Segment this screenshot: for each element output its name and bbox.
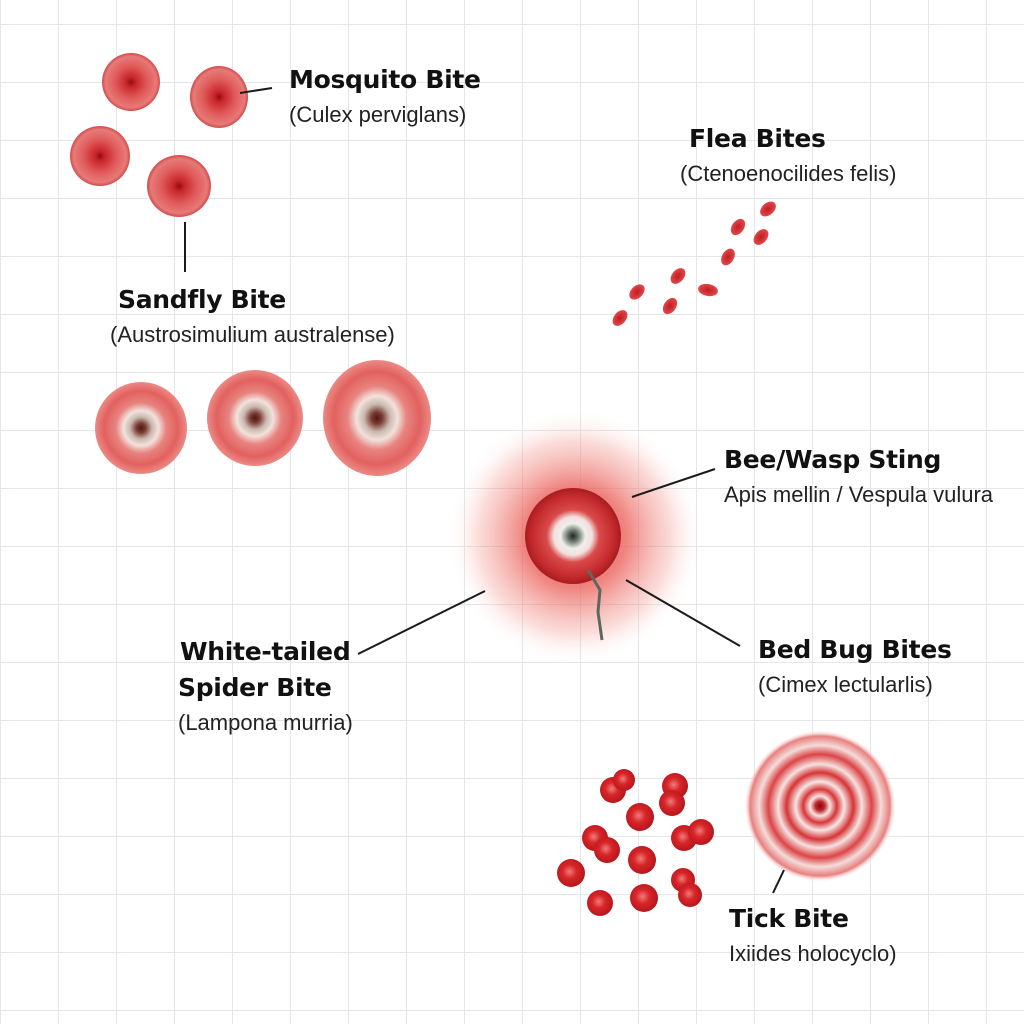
bed-bug-name: Bed Bug Bites — [758, 635, 952, 664]
mosquito-bites — [70, 53, 248, 217]
spider-label: White-tailed Spider Bite (Lampona murria… — [178, 634, 353, 740]
tick-name: Tick Bite — [729, 904, 849, 933]
flea-label: Flea Bites (Ctenoenocilides felis) — [680, 121, 896, 191]
mosquito-species: (Culex perviglans) — [289, 102, 467, 127]
sting-wound — [447, 409, 703, 665]
bed-bug-bites — [557, 769, 714, 916]
sandfly-bites — [95, 360, 431, 476]
sandfly-species: (Austrosimulium australense) — [110, 322, 395, 347]
bee-wasp-name: Bee/Wasp Sting — [724, 445, 942, 474]
sandfly-label: Sandfly Bite (Austrosimulium australense… — [110, 282, 395, 352]
tick-bite-target — [744, 730, 896, 882]
bee-wasp-species: Apis mellin / Vespula vulura — [724, 482, 994, 507]
mosquito-name: Mosquito Bite — [289, 65, 481, 94]
tick-species: Ixiides holocyclo) — [729, 941, 897, 966]
leader-lines — [184, 87, 785, 894]
bed-bug-label: Bed Bug Bites (Cimex lectularlis) — [758, 632, 952, 702]
tick-label: Tick Bite Ixiides holocyclo) — [729, 901, 897, 971]
flea-name: Flea Bites — [689, 124, 826, 153]
spider-name-line2: Spider Bite — [178, 673, 332, 702]
mosquito-label: Mosquito Bite (Culex perviglans) — [289, 62, 481, 132]
sandfly-name: Sandfly Bite — [118, 285, 286, 314]
spider-species: (Lampona murria) — [178, 710, 353, 735]
flea-bites — [612, 201, 776, 326]
flea-species: (Ctenoenocilides felis) — [680, 161, 897, 186]
spider-name-line1: White-tailed — [180, 637, 351, 666]
bed-bug-species: (Cimex lectularlis) — [758, 672, 933, 697]
bee-wasp-label: Bee/Wasp Sting Apis mellin / Vespula vul… — [724, 442, 1024, 512]
